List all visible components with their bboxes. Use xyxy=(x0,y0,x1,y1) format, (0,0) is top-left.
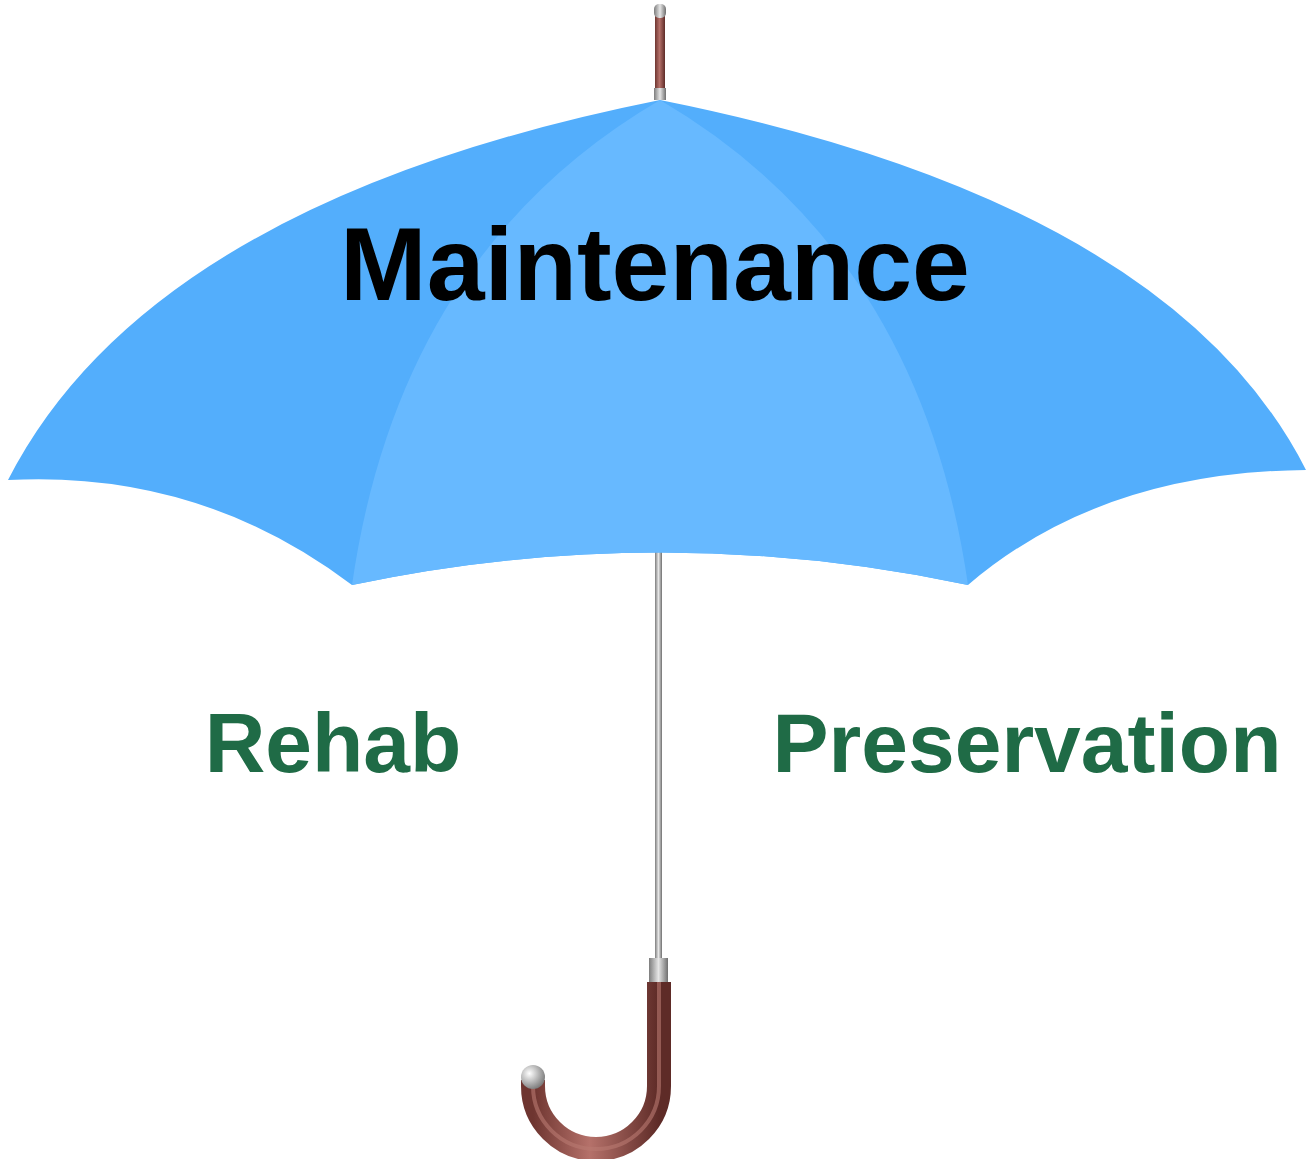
category-label: Rehab xyxy=(205,701,462,785)
handle-ferrule xyxy=(649,958,668,984)
canopy-fabric xyxy=(8,100,1306,585)
handle-highlight xyxy=(533,982,659,1149)
canopy-shape xyxy=(0,92,1306,592)
category-label: Preservation xyxy=(773,701,1282,785)
tip-cap xyxy=(654,4,666,18)
tip-ring xyxy=(654,88,666,100)
umbrella-handle xyxy=(533,982,659,1149)
umbrella-tip xyxy=(655,8,665,98)
canopy-title: Maintenance xyxy=(340,212,970,316)
umbrella-canopy: Maintenance xyxy=(0,92,1306,592)
canopy-panel xyxy=(352,100,968,585)
handle-knob xyxy=(521,1065,545,1089)
umbrella-shaft xyxy=(655,540,662,965)
